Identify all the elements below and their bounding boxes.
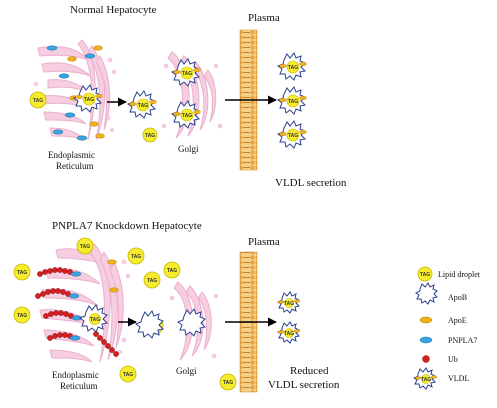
bottom-golgi-vldl [176,308,207,337]
svg-text:TAG: TAG [131,254,141,260]
svg-text:TAG: TAG [284,301,294,307]
svg-text:TAG: TAG [421,377,431,383]
bottom-plasma-label: Plasma [248,236,280,248]
ub-icon [422,355,430,363]
top-lipid-droplet: TAG [29,91,47,109]
legend-apob: ApoB [415,282,467,305]
svg-text:TAG: TAG [167,268,177,274]
bottom-secreted-vldl-2: TAG [277,321,301,344]
svg-text:TAG: TAG [420,272,430,278]
bottom-secreted-vldl-1: TAG [277,291,301,314]
top-plasma-label: Plasma [248,12,280,24]
top-er-vesicles [34,57,117,132]
legend-label: ApoB [448,293,467,302]
legend-label: Lipid droplet [438,270,481,279]
top-er-vldl: TAG [72,84,103,113]
top-free-droplet: TAG [142,127,158,143]
legend-vldl: TAG VLDL [413,367,469,390]
svg-text:TAG: TAG [182,113,192,119]
legend-label: PNPLA7 [448,336,477,345]
top-secreted-vldl-3: TAG [276,120,307,149]
svg-text:TAG: TAG [90,317,100,323]
bottom-panel-title: PNPLA7 Knockdown Hepatocyte [52,220,202,232]
legend-apoe: ApoE [419,316,467,325]
svg-text:TAG: TAG [80,244,90,250]
bottom-er-vldl: TAG [78,304,109,333]
svg-text:TAG: TAG [17,313,27,319]
svg-text:TAG: TAG [123,372,133,378]
bottom-ub-chains [35,267,119,357]
legend-label: Ub [448,355,458,364]
top-er-label-2: Reticulum [56,161,94,171]
legend: TAG Lipid droplet ApoB ApoE PNPLA7 Ub TA… [413,266,481,390]
legend-label: ApoE [448,316,467,325]
lipid-droplet-icon [417,266,433,282]
svg-text:TAG: TAG [17,270,27,276]
pnpla7-icon [419,336,433,344]
legend-label: VLDL [448,374,469,383]
top-panel-title: Normal Hepatocyte [70,4,157,16]
top-golgi-label: Golgi [178,144,199,154]
svg-text:TAG: TAG [138,103,148,109]
top-er [37,39,111,142]
bottom-golgi-label: Golgi [176,366,197,376]
svg-text:TAG: TAG [284,331,294,337]
svg-text:TAG: TAG [147,278,157,284]
bottom-er-label-1: Endoplasmic [52,370,99,380]
legend-ub: Ub [422,355,458,364]
top-outcome-label: VLDL secretion [275,177,347,189]
svg-text:TAG: TAG [33,98,43,104]
bottom-er [39,243,124,363]
legend-lipid-droplet: TAG Lipid droplet [417,266,481,282]
legend-pnpla7: PNPLA7 [419,336,477,345]
top-transport-vldl: TAG [126,90,157,119]
top-secreted-vldl-2: TAG [276,86,307,115]
svg-text:TAG: TAG [288,133,298,139]
top-pnpla7-group [46,45,96,141]
apoe-icon [419,316,433,324]
top-panel: Normal Hepatocyte Plasma [29,4,347,189]
top-secreted-vldl-1: TAG [276,52,307,81]
svg-text:TAG: TAG [288,99,298,105]
top-golgi-vldl-1: TAG [170,58,201,87]
svg-text:TAG: TAG [145,133,155,139]
top-golgi-vldl-2: TAG [170,100,201,129]
apob-icon [415,282,438,305]
svg-text:TAG: TAG [84,97,94,103]
bottom-er-label-2: Reticulum [60,381,98,391]
bottom-panel: PNPLA7 Knockdown Hepatocyte Plasma [13,220,340,393]
bottom-outcome-label-1: Reduced [290,365,329,377]
bottom-outcome-label-2: VLDL secretion [268,379,340,391]
svg-text:TAG: TAG [182,71,192,77]
bottom-transport-vldl [134,310,165,339]
bottom-golgi [173,281,212,361]
top-er-label-1: Endoplasmic [48,150,95,160]
bottom-pnpla7-group [68,271,83,341]
bottom-lipid-droplets: TAG TAG TAG TAG TAG TAG TAG TAG TAG [13,237,237,391]
bottom-apoe-group [107,259,119,293]
svg-text:TAG: TAG [223,380,233,386]
svg-text:TAG: TAG [288,65,298,71]
